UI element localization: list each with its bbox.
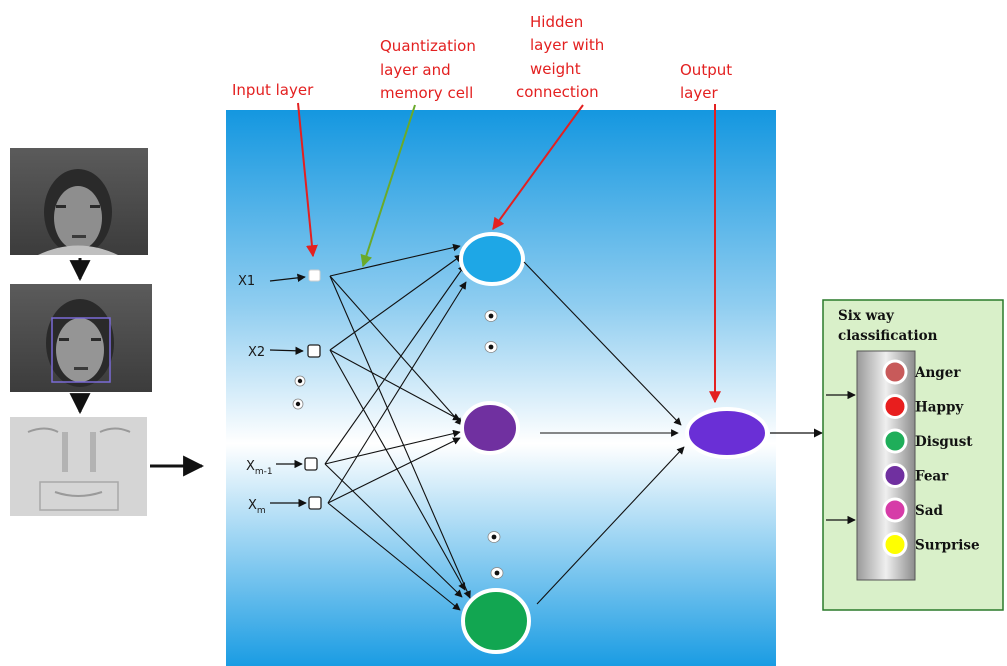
input-label-xm1: Xm-1 [246,459,273,477]
svg-text:layer with: layer with [530,36,604,54]
annotation-quantization: Quantization layer and memory cell [380,37,476,102]
annotation-hidden-layer-arrow [492,104,584,230]
hidden-node-bottom [461,588,531,654]
class-label-fear: Fear [915,469,949,485]
input-node-x1 [308,269,321,282]
annotation-input-layer-arrow [297,102,318,258]
face-detection-box [51,317,111,383]
svg-text:weight: weight [530,60,581,78]
class-label-disgust: Disgust [915,434,973,450]
annotation-output-layer: Output layer [680,61,732,102]
annotation-quantization-arrow [360,104,416,268]
class-marker-disgust [882,428,908,454]
input-node-xm [308,496,322,510]
class-label-happy: Happy [915,400,964,416]
hidden-node-middle [460,401,520,455]
input-label-x1: X1 [238,274,255,289]
class-marker-fear [882,463,908,488]
face-original-image [10,148,148,255]
annotation-input-layer: Input layer [232,81,314,99]
svg-text:connection: connection [516,83,599,101]
hidden-ellipsis-upper [484,310,498,353]
class-label-anger: Anger [914,365,961,381]
svg-text:layer and: layer and [380,61,451,79]
input-arrow-x1 [269,273,306,283]
class-label-surprise: Surprise [915,538,980,554]
face-feature-image [10,417,147,516]
input-ellipsis [292,375,306,410]
class-marker-sad [882,497,908,523]
svg-text:layer: layer [680,84,718,102]
hidden-output-connections [523,261,685,605]
class-label-sad: Sad [915,503,943,519]
svg-text:Hidden: Hidden [530,13,583,31]
input-node-xm1 [304,457,318,471]
class-marker-surprise [882,532,908,557]
svg-text:Output: Output [680,61,732,79]
hidden-ellipsis-lower [487,531,504,579]
svg-text:Quantization: Quantization [380,37,476,55]
output-node [685,407,769,459]
classification-title-line2: classification [838,328,938,344]
input-label-x2: X2 [248,345,265,360]
class-marker-anger [882,359,908,385]
network-panel [226,110,776,666]
input-node-x2 [307,344,321,358]
face-detected-image [10,284,152,392]
class-marker-happy [882,394,908,419]
svg-text:memory cell: memory cell [380,84,473,102]
hidden-node-top [459,232,525,286]
input-label-xm: Xm [248,498,266,516]
classification-title-line1: Six way [838,308,895,324]
input-arrow-x2 [269,346,304,355]
annotation-hidden-layer: Hidden layer with weight connection [516,13,604,101]
input-hidden-connections [324,243,471,611]
